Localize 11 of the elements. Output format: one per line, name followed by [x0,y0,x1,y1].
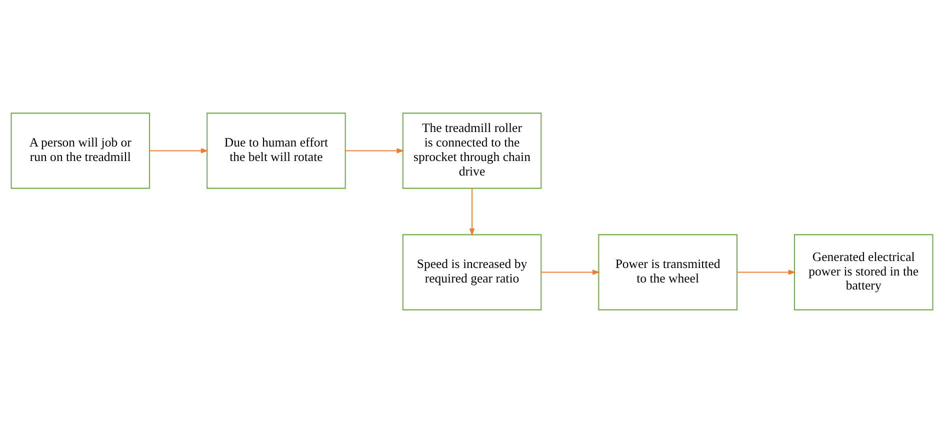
arrow [736,269,796,274]
node-box: Due to human effort the belt will rotate [206,112,346,188]
node-box: A person will job or run on the treadmill [10,112,150,188]
node-box: The treadmill roller is connected to the sprocket through chain drive [402,112,542,188]
arrow [469,188,475,236]
arrow [540,269,600,274]
node-box: Power is transmitted to the wheel [598,234,738,310]
arrow [149,148,208,153]
arrow [344,148,404,153]
node-box: Generated electrical power is stored in the battery [794,234,934,310]
node-box: Speed is increased by required gear ratio [402,234,542,310]
